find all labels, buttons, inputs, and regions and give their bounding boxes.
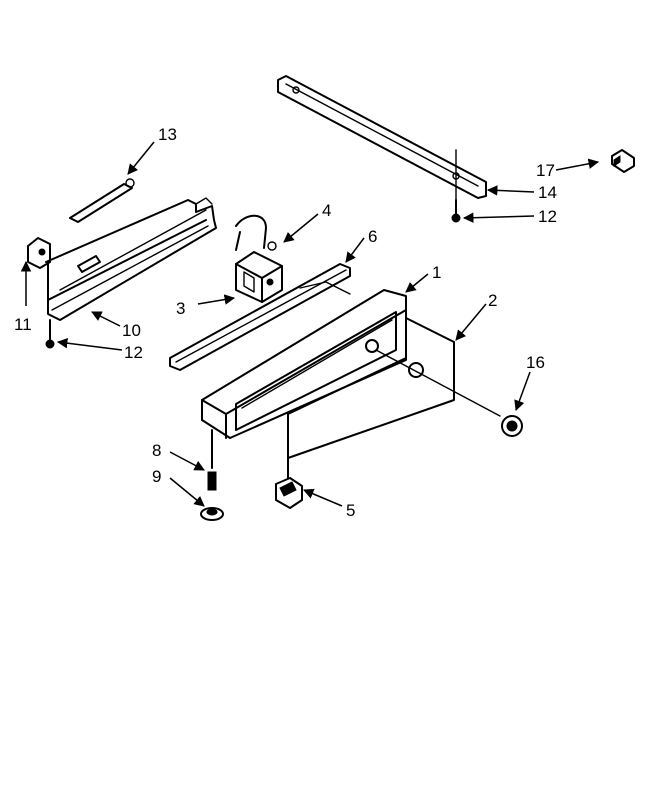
leader-lines <box>20 141 600 507</box>
leader-8 <box>169 451 205 471</box>
leader-16 <box>514 371 531 411</box>
part-4-wire <box>235 214 277 251</box>
part-13-rod <box>69 178 135 223</box>
leader-12-lower <box>56 337 123 351</box>
part-11-bracket <box>27 237 51 269</box>
callout-1: 1 <box>432 263 441 282</box>
part-6-strip <box>169 263 351 371</box>
part-14-upper-bracket <box>277 75 487 201</box>
callout-9: 9 <box>152 467 161 486</box>
part-10-left-channel <box>45 197 217 321</box>
callout-2: 2 <box>488 291 497 310</box>
callout-16: 16 <box>526 353 545 372</box>
callout-14: 14 <box>538 183 557 202</box>
part-1-housing <box>201 289 407 439</box>
callout-17: 17 <box>536 161 555 180</box>
callout-6: 6 <box>368 227 377 246</box>
leader-5 <box>303 488 343 507</box>
callout-3: 3 <box>176 299 185 318</box>
callout-11: 11 <box>14 315 32 334</box>
callout-4: 4 <box>322 201 331 220</box>
leader-3 <box>197 294 236 305</box>
leader-1 <box>405 273 429 293</box>
leader-10 <box>91 311 121 327</box>
part-9-washer <box>200 507 224 521</box>
part-16-knob <box>501 415 523 437</box>
callout-8: 8 <box>152 441 161 460</box>
leader-4 <box>283 213 319 243</box>
callout-13: 13 <box>158 125 177 144</box>
part-8-screw <box>207 429 217 491</box>
leader-12-upper <box>462 212 535 223</box>
callout-5: 5 <box>346 501 355 520</box>
leader-14 <box>486 185 535 196</box>
callout-12-lower: 12 <box>124 343 143 362</box>
part-3-switch <box>235 251 283 303</box>
part-12-screw-lower <box>45 319 55 349</box>
leader-9 <box>169 477 205 507</box>
callout-labels: 13 17 14 12 4 6 1 2 3 10 11 12 16 8 9 5 <box>14 125 557 520</box>
leader-2 <box>455 303 487 341</box>
part-12-screw-upper <box>451 199 461 223</box>
leader-13 <box>127 141 155 175</box>
part-5-connector <box>275 457 303 509</box>
part-17-clip <box>611 149 635 173</box>
leader-17 <box>555 158 600 171</box>
callout-12-upper: 12 <box>538 207 557 226</box>
leader-6 <box>345 237 365 263</box>
callout-10: 10 <box>122 321 141 340</box>
